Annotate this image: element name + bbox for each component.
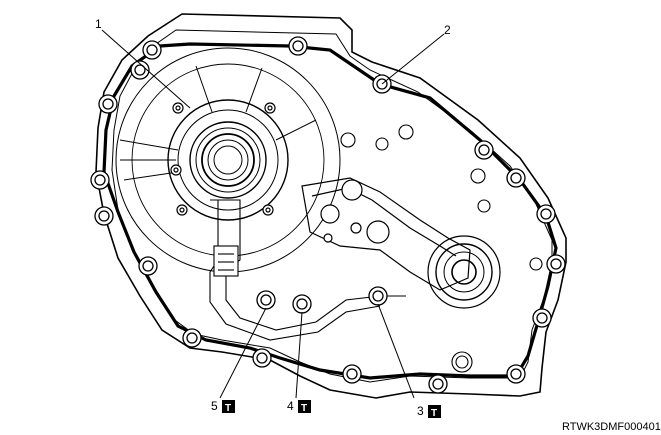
- leader-line-1: [101, 29, 191, 109]
- callout-3: 3: [417, 404, 424, 418]
- bolt-hole: [474, 140, 494, 160]
- plug-holes: [256, 286, 388, 314]
- flange-bolt-holes: [90, 36, 566, 394]
- callout-5: 5: [211, 399, 218, 413]
- figure-code: RTWK3DMF000401: [562, 421, 661, 433]
- plug-hole-5: [256, 290, 276, 310]
- sealant-line: [102, 42, 558, 380]
- boss-bolts: [170, 102, 276, 216]
- bolt-hole: [138, 256, 158, 276]
- torque-icon: [222, 400, 235, 413]
- bolt-hole: [130, 60, 150, 80]
- bolt-hole: [532, 308, 552, 328]
- bolt-hole: [506, 364, 526, 384]
- bolt-hole: [288, 36, 308, 56]
- torque-icon-letter: T: [301, 403, 307, 414]
- callouts: 1 2 5 T 4 T 3 T: [95, 17, 451, 419]
- torque-icon-letter: T: [431, 408, 437, 419]
- bolt-hole: [182, 328, 202, 348]
- bolt-hole: [90, 170, 110, 190]
- leader-lines: [101, 29, 445, 399]
- bolt-hole: [252, 348, 272, 368]
- leader-line-2: [381, 33, 445, 85]
- leader-line-4: [295, 311, 303, 399]
- leader-line-5: [219, 307, 267, 399]
- bolt-hole: [98, 94, 118, 114]
- bolt-hole: [142, 40, 162, 60]
- bolt-hole: [342, 364, 362, 384]
- leader-line-3: [377, 303, 415, 399]
- callout-1: 1: [95, 17, 102, 31]
- shift-bracket: [301, 177, 471, 291]
- bolt-hole: [176, 204, 188, 216]
- rear-output-bearing: [427, 235, 501, 309]
- torque-icon-letter: T: [225, 403, 231, 414]
- bolt-hole: [536, 204, 556, 224]
- front-output-bearing-boss: [115, 47, 341, 273]
- callout-4: 4: [287, 399, 294, 413]
- plug-hole-3: [368, 286, 388, 306]
- bolt-hole: [172, 102, 184, 114]
- oil-passage: [209, 199, 406, 341]
- housing-bosses: [340, 124, 543, 373]
- bolt-hole: [546, 254, 566, 274]
- torque-icon: [298, 400, 311, 413]
- torque-icon: [428, 405, 441, 418]
- bolt-hole: [94, 206, 114, 226]
- plug-hole-4: [292, 294, 312, 314]
- bolt-hole: [170, 164, 182, 176]
- sealant-bead: [102, 42, 558, 380]
- bolt-hole: [264, 102, 276, 114]
- bolt-hole: [262, 204, 274, 216]
- bolt-hole: [428, 374, 448, 394]
- callout-2: 2: [444, 23, 451, 37]
- bolt-hole: [506, 168, 526, 188]
